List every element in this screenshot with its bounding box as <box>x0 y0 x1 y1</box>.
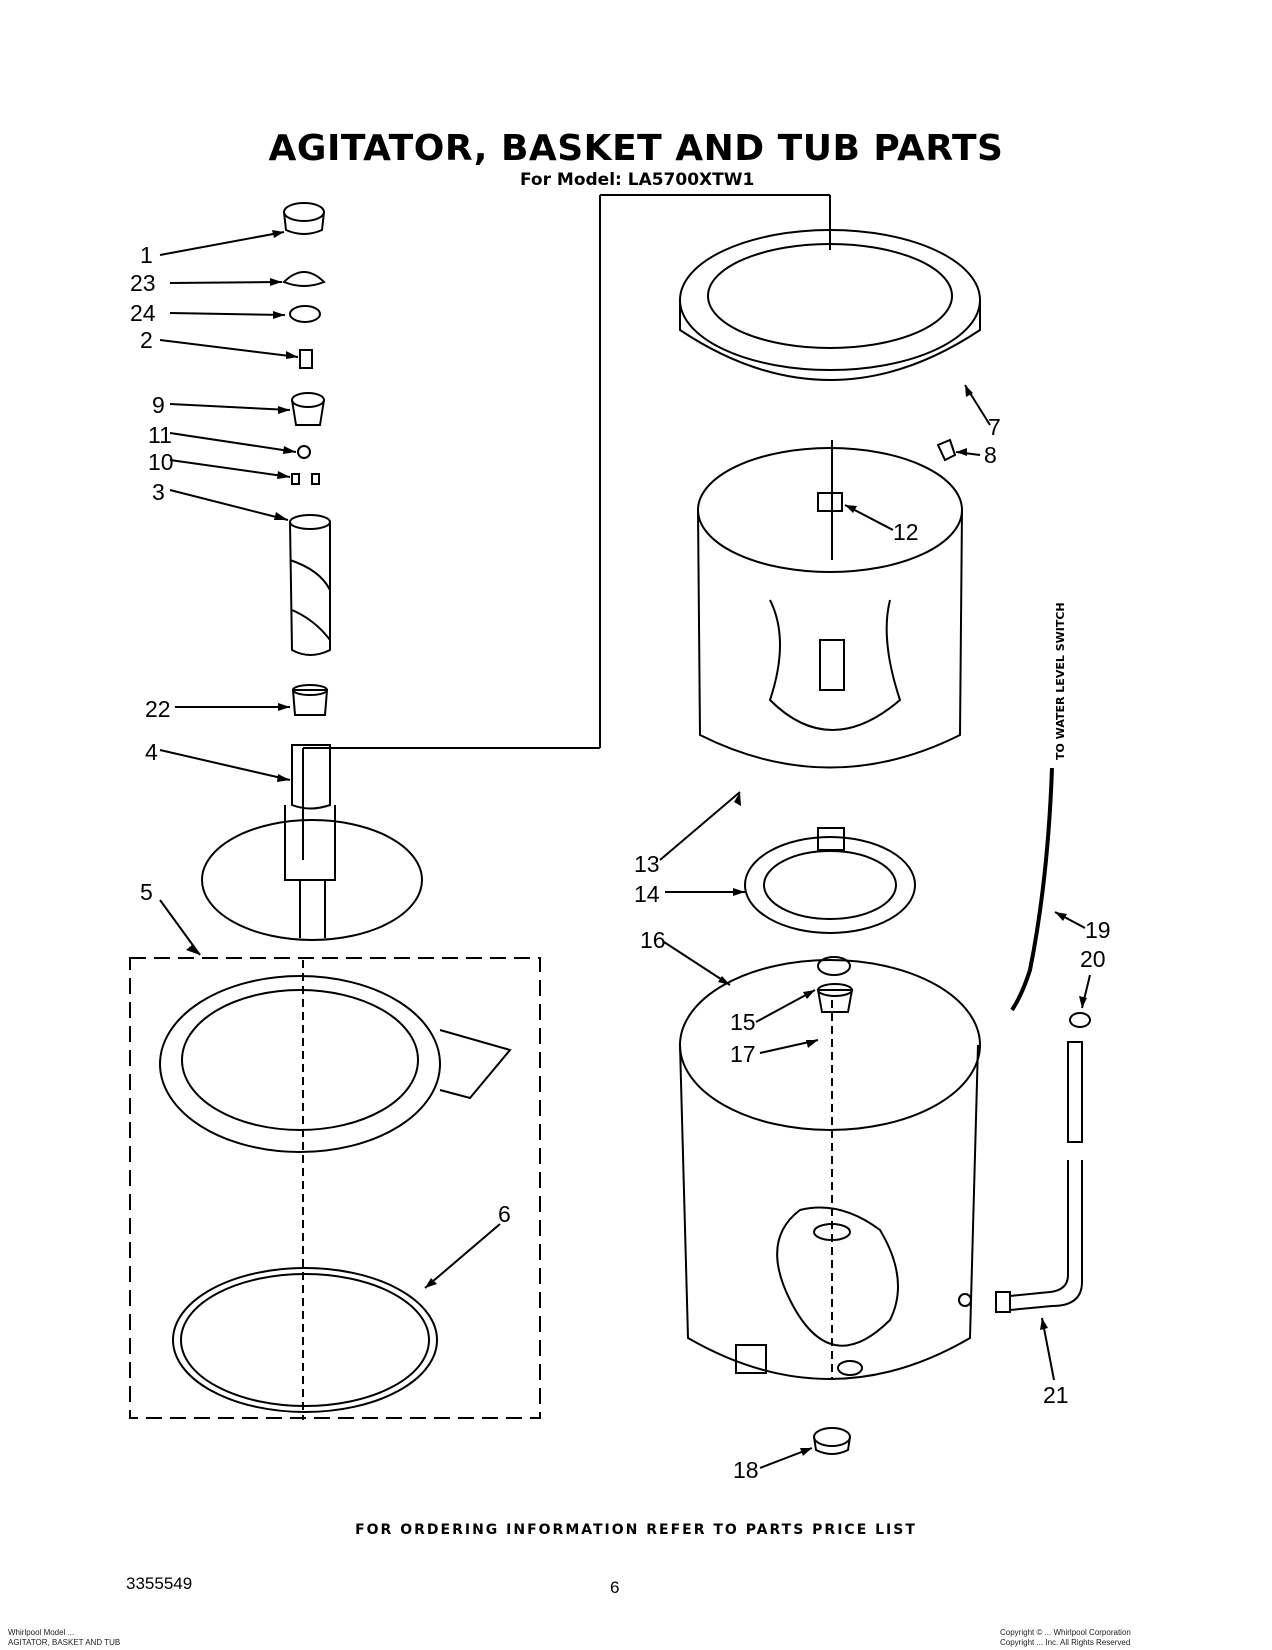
callout-19: 19 <box>1085 917 1111 943</box>
callout-4: 4 <box>145 739 158 765</box>
corner-note-right-1: Copyright © ... Whirlpool Corporation <box>1000 1628 1131 1637</box>
callout-6: 6 <box>498 1201 511 1227</box>
callout-1: 1 <box>140 242 153 268</box>
corner-note-left-1: Whirlpool Model ... <box>8 1628 75 1637</box>
callout-20: 20 <box>1080 946 1106 972</box>
ordering-note: FOR ORDERING INFORMATION REFER TO PARTS … <box>355 1522 917 1538</box>
corner-note-left-2: AGITATOR, BASKET AND TUB <box>8 1638 121 1647</box>
page-title: AGITATOR, BASKET AND TUB PARTS <box>268 128 1004 169</box>
callout-18: 18 <box>733 1457 759 1483</box>
callout-5: 5 <box>140 879 153 905</box>
callout-8: 8 <box>984 442 997 468</box>
callout-23: 23 <box>130 270 156 296</box>
water-level-switch-note: TO WATER LEVEL SWITCH <box>1054 602 1067 760</box>
page-number: 6 <box>610 1578 620 1597</box>
callout-9: 9 <box>152 392 165 418</box>
callout-15: 15 <box>730 1009 756 1035</box>
corner-note-right-2: Copyright ... Inc. All Rights Reserved <box>1000 1638 1131 1647</box>
model-subtitle: For Model: LA5700XTW1 <box>520 170 755 190</box>
callout-12: 12 <box>893 519 919 545</box>
callout-3: 3 <box>152 479 165 505</box>
callout-10: 10 <box>148 449 174 475</box>
callout-16: 16 <box>640 927 666 953</box>
callout-22: 22 <box>145 696 171 722</box>
document-number: 3355549 <box>126 1574 193 1593</box>
callout-11: 11 <box>148 422 172 448</box>
callout-24: 24 <box>130 300 156 326</box>
callout-21: 21 <box>1043 1382 1069 1408</box>
callout-17: 17 <box>730 1041 756 1067</box>
callout-7: 7 <box>988 414 1001 440</box>
callout-2: 2 <box>140 327 153 353</box>
callout-13: 13 <box>634 851 660 877</box>
callout-14: 14 <box>634 881 660 907</box>
